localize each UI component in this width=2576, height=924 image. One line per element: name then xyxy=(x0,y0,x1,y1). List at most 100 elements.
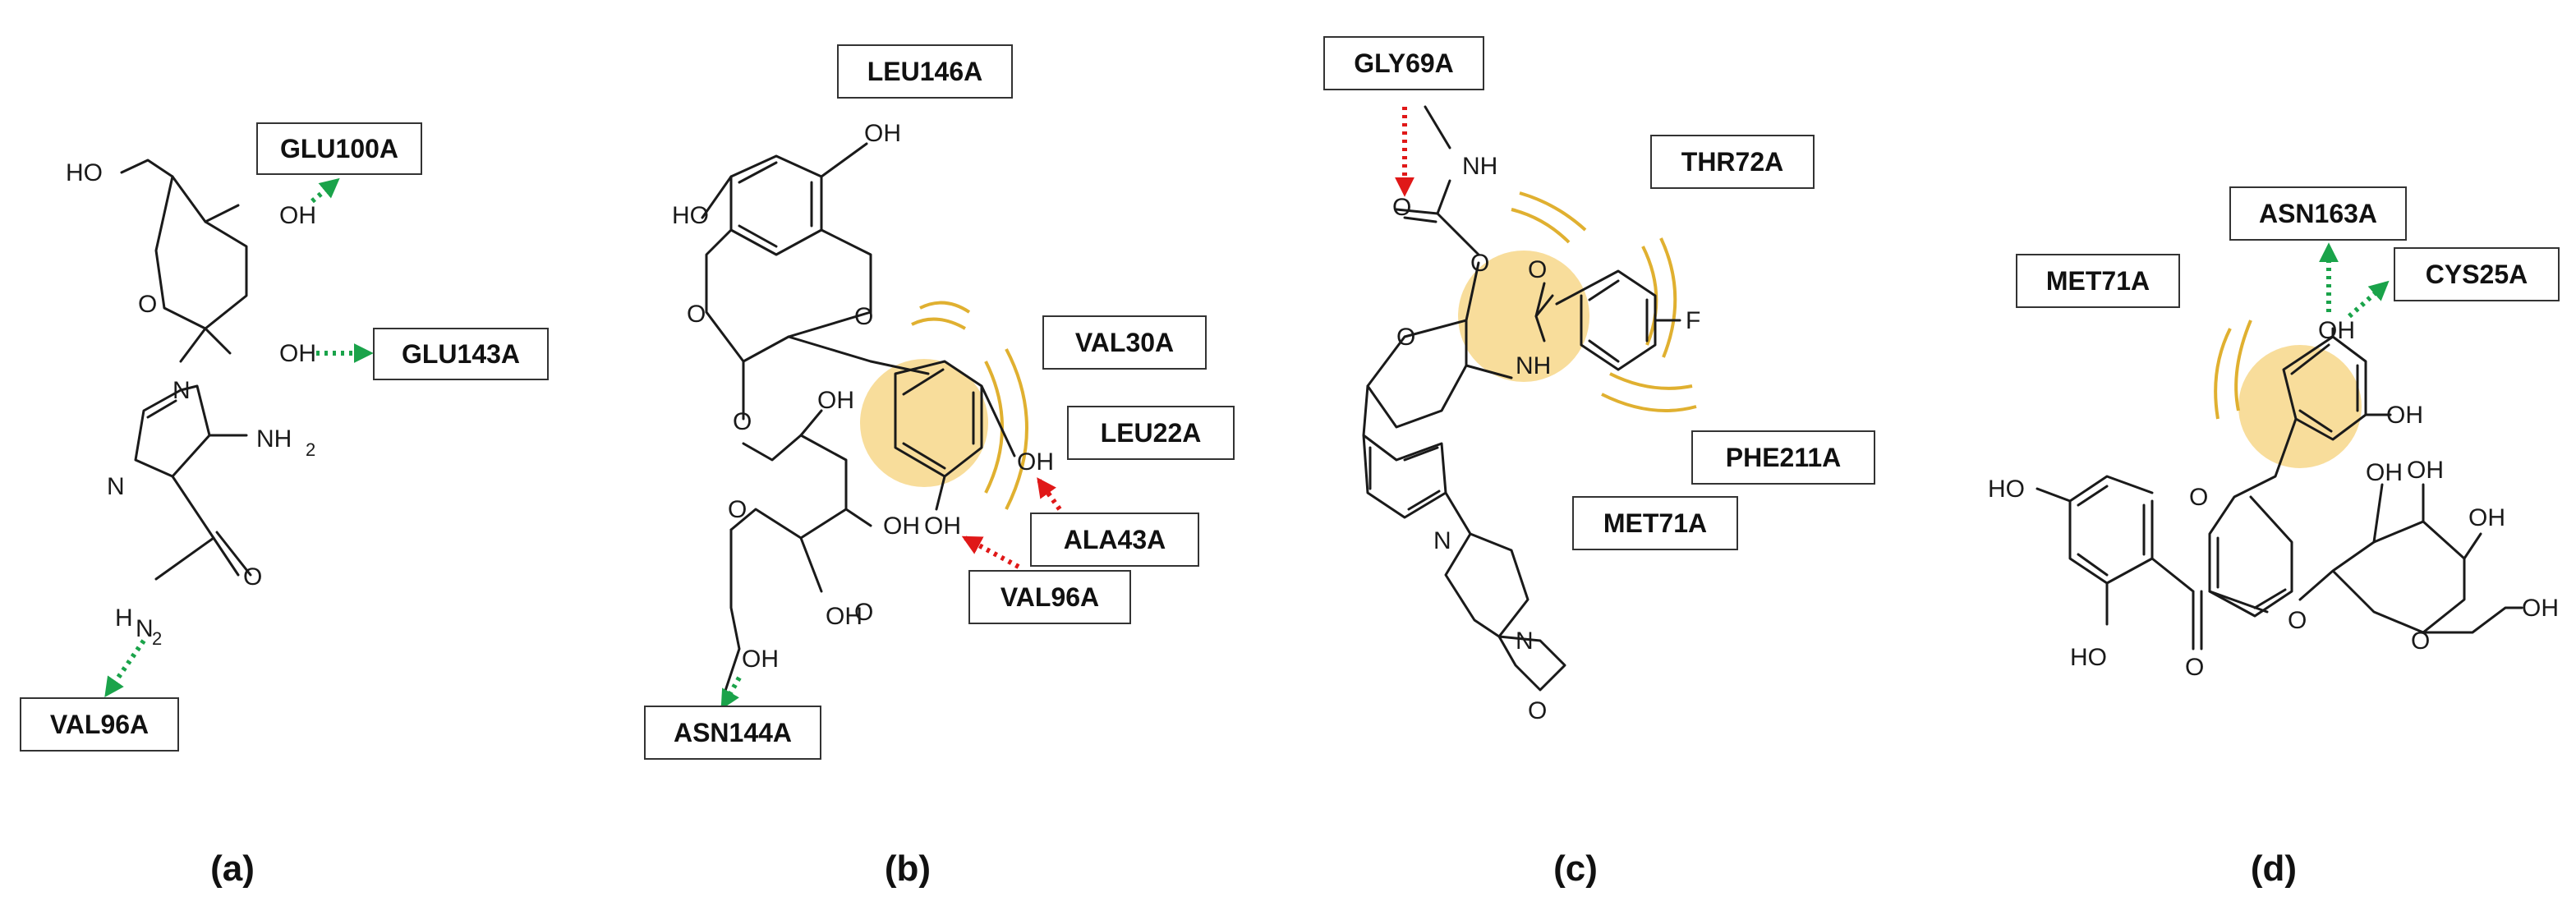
panel-b-structure xyxy=(701,142,1016,700)
residue-label-b-5: ASN144A xyxy=(674,718,792,747)
residue-box-c-2 xyxy=(1691,430,1875,485)
atom-b-1: HO xyxy=(672,202,709,229)
residue-label-b-4: VAL96A xyxy=(1000,582,1099,612)
residue-label-b-2: LEU22A xyxy=(1101,418,1202,448)
residue-label-c-2: PHE211A xyxy=(1726,443,1842,472)
hbond-b-val96 xyxy=(961,536,1020,569)
hbond-b-asn144 xyxy=(720,676,742,710)
hydrophobic-arc-b-1 xyxy=(911,317,966,330)
atom-a-10: N xyxy=(136,615,154,642)
atom-d-6: HO xyxy=(2070,644,2107,671)
hydrophobic-arc-c-4 xyxy=(1609,372,1693,390)
atom-c-0: NH xyxy=(1462,153,1497,180)
atom-a-0: HO xyxy=(66,159,103,186)
atom-b-5: O xyxy=(728,496,747,523)
atom-d-9: OH xyxy=(2366,459,2403,486)
residue-label-a-2: VAL96A xyxy=(50,710,149,739)
residue-box-c-3 xyxy=(1572,496,1738,550)
residue-box-d-1 xyxy=(2016,254,2180,308)
residue-label-d-2: CYS25A xyxy=(2426,260,2528,289)
atom-b-9: OH xyxy=(826,603,862,630)
residue-label-c-3: MET71A xyxy=(1603,508,1707,538)
atom-a-9: H xyxy=(115,605,133,632)
hydrophobic-arc-b-0 xyxy=(919,301,971,314)
atom-a-6: NH xyxy=(256,425,292,453)
residue-box-a-1 xyxy=(373,328,549,380)
atom-a-8: O xyxy=(243,563,262,591)
atom-b-10: OH xyxy=(1017,448,1054,476)
panel-a-structure xyxy=(120,159,252,581)
residue-box-b-0 xyxy=(837,44,1013,99)
atom-c-2: O xyxy=(1470,250,1489,277)
hydrophobic-glow-b xyxy=(860,359,988,487)
atom-a-3: O xyxy=(138,291,157,318)
residue-label-a-0: GLU100A xyxy=(280,134,398,163)
hbond-b-ala43 xyxy=(1037,477,1062,511)
hydrophobic-arc-c-1 xyxy=(1519,191,1587,232)
panel-label-a: (a) xyxy=(210,848,255,889)
atom-b-8: O xyxy=(854,599,873,626)
atom-b-11: OH xyxy=(924,513,961,540)
atom-a-5: N xyxy=(107,473,125,500)
hydrophobic-arc-c-5 xyxy=(1601,393,1697,412)
atom-c-9: O xyxy=(1528,697,1547,724)
residue-box-b-4 xyxy=(968,570,1131,624)
panel-a: HO OH OH O N N NH 2 O H N 2 GLU100A GLU1… xyxy=(20,122,549,889)
atom-d-10: O xyxy=(2411,627,2430,655)
residue-box-b-2 xyxy=(1067,406,1235,460)
hbond-a-glu100 xyxy=(310,177,340,204)
residue-box-b-5 xyxy=(644,706,821,760)
hydrophobic-arc-c-0 xyxy=(1511,208,1571,244)
residue-box-a-2 xyxy=(20,697,179,752)
atom-b-7: OH xyxy=(883,513,920,540)
residue-label-b-3: ALA43A xyxy=(1064,525,1166,554)
atom-d-0: OH xyxy=(2318,317,2355,344)
hydrophobic-arc-d-1 xyxy=(2234,319,2252,411)
panel-b: OH HO O O O O OH OH O OH OH OH OH LEU146… xyxy=(644,44,1235,889)
atom-d-11: OH xyxy=(2522,595,2559,622)
atom-b-12: OH xyxy=(742,646,779,673)
residue-label-c-0: GLY69A xyxy=(1354,48,1454,78)
hydrophobic-glow-c xyxy=(1458,251,1589,382)
residue-box-c-1 xyxy=(1650,135,1815,189)
atom-c-1: O xyxy=(1392,194,1411,221)
hydrophobic-arc-c-3 xyxy=(1659,237,1677,358)
atom-c-3: O xyxy=(1528,256,1547,283)
atom-d-5: O xyxy=(2185,654,2204,681)
atom-a-4: N xyxy=(172,377,191,404)
residue-box-b-1 xyxy=(1042,315,1207,370)
atom-b-2: O xyxy=(687,301,706,328)
atom-c-7: N xyxy=(1433,527,1451,554)
hydrophobic-glow-d xyxy=(2238,345,2362,468)
atom-c-6: F xyxy=(1686,307,1700,334)
residue-label-d-0: ASN163A xyxy=(2259,199,2377,228)
atom-a-11: 2 xyxy=(152,628,162,649)
residue-box-b-3 xyxy=(1030,513,1199,567)
atom-b-6: OH xyxy=(817,387,854,414)
atom-b-3: O xyxy=(854,303,873,330)
residue-box-c-0 xyxy=(1323,36,1484,90)
atom-a-2: OH xyxy=(279,340,316,367)
residue-label-c-1: THR72A xyxy=(1681,147,1783,177)
hydrophobic-arc-b-3 xyxy=(1005,348,1028,510)
panel-c: NH O O O O NH F N N O GLY69A THR72A PHE2… xyxy=(1323,36,1875,889)
panel-label-b: (b) xyxy=(885,848,931,889)
atom-d-4: O xyxy=(2288,607,2307,634)
panel-c-structure xyxy=(1362,105,1681,692)
atom-c-4: O xyxy=(1396,324,1415,351)
atom-b-0: OH xyxy=(864,120,901,147)
atom-a-7: 2 xyxy=(306,439,315,460)
panel-label-d: (d) xyxy=(2251,848,2297,889)
panel-d-structure xyxy=(2036,327,2523,650)
panel-d: OH OH HO O O O HO OH OH OH O OH ASN163A … xyxy=(1988,186,2560,889)
atom-d-8: OH xyxy=(2468,504,2505,531)
hbond-a-val96 xyxy=(104,639,146,697)
atom-d-1: OH xyxy=(2386,402,2423,429)
residue-box-a-0 xyxy=(256,122,422,175)
atom-d-7: OH xyxy=(2407,457,2444,484)
residue-label-a-1: GLU143A xyxy=(402,339,520,369)
atom-b-4: O xyxy=(733,408,752,435)
panel-label-c: (c) xyxy=(1553,848,1598,889)
atom-d-3: O xyxy=(2189,484,2208,511)
